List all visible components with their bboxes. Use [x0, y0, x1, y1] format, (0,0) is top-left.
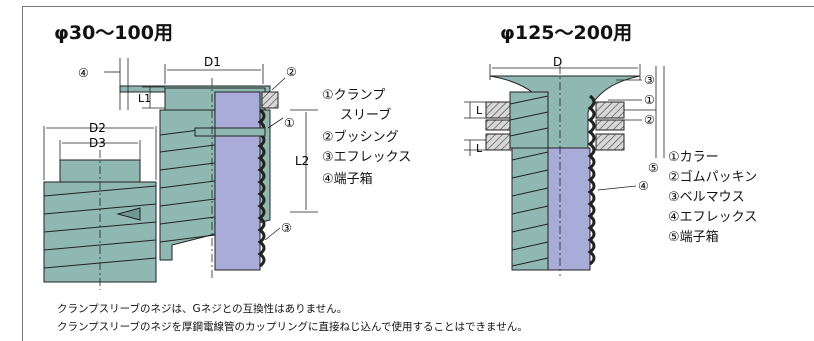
- note-line-1: クランプスリーブのネジは、Gネジとの互換性はありません。: [57, 303, 348, 315]
- right-legend-item-2: ②ゴムパッキン: [668, 170, 758, 185]
- left-callout-4: ④: [78, 66, 89, 80]
- d2-label: D2: [89, 121, 106, 135]
- l2-label: L2: [295, 154, 309, 168]
- d2-d3-dimension-lines: [43, 126, 157, 180]
- left-callout-3: ③: [281, 221, 292, 235]
- left-legend-item-1-cont: スリーブ: [340, 108, 392, 123]
- right-legend-item-3: ③ベルマウス: [668, 190, 745, 205]
- right-callout-1: ①: [644, 93, 655, 107]
- right-title: φ125〜200用: [500, 22, 633, 44]
- d3-label: D3: [89, 136, 106, 150]
- left-title: φ30〜100用: [54, 22, 173, 44]
- left-callout-2: ②: [286, 65, 297, 79]
- l1-label: L1: [138, 92, 151, 105]
- right-legend-item-5: ⑤端子箱: [668, 230, 719, 245]
- right-legend-item-4: ④エフレックス: [668, 210, 758, 225]
- left-legend-item-2: ②ブッシング: [322, 130, 399, 145]
- note-line-2: クランプスリーブのネジを厚鋼電線管のカップリングに直接ねじ込んで使用することはで…: [57, 321, 528, 333]
- diagram-frame: [22, 6, 814, 341]
- d1-label: D1: [204, 55, 221, 69]
- left-callout-1: ①: [284, 116, 295, 130]
- right-leader-lines: [464, 64, 665, 191]
- right-callout-3: ③: [644, 73, 655, 87]
- bell-mouth-fitting: [485, 66, 641, 276]
- assembled-clamp-sleeve: [119, 78, 279, 280]
- l-top-label: L: [476, 104, 483, 117]
- right-callout-4: ④: [638, 179, 649, 193]
- right-callout-5: ⑤: [648, 161, 659, 175]
- left-legend-item-1: ①クランプ: [322, 88, 386, 103]
- left-legend-item-3: ③エフレックス: [322, 150, 412, 165]
- right-callout-2: ②: [644, 113, 655, 127]
- right-legend-item-1: ①カラー: [668, 150, 719, 165]
- left-leader-lines: [104, 58, 318, 241]
- small-clamp-sleeve: [43, 150, 157, 290]
- l-bottom-label: L: [476, 142, 483, 155]
- d-label: D: [553, 55, 562, 69]
- left-legend-item-4: ④端子箱: [322, 172, 373, 187]
